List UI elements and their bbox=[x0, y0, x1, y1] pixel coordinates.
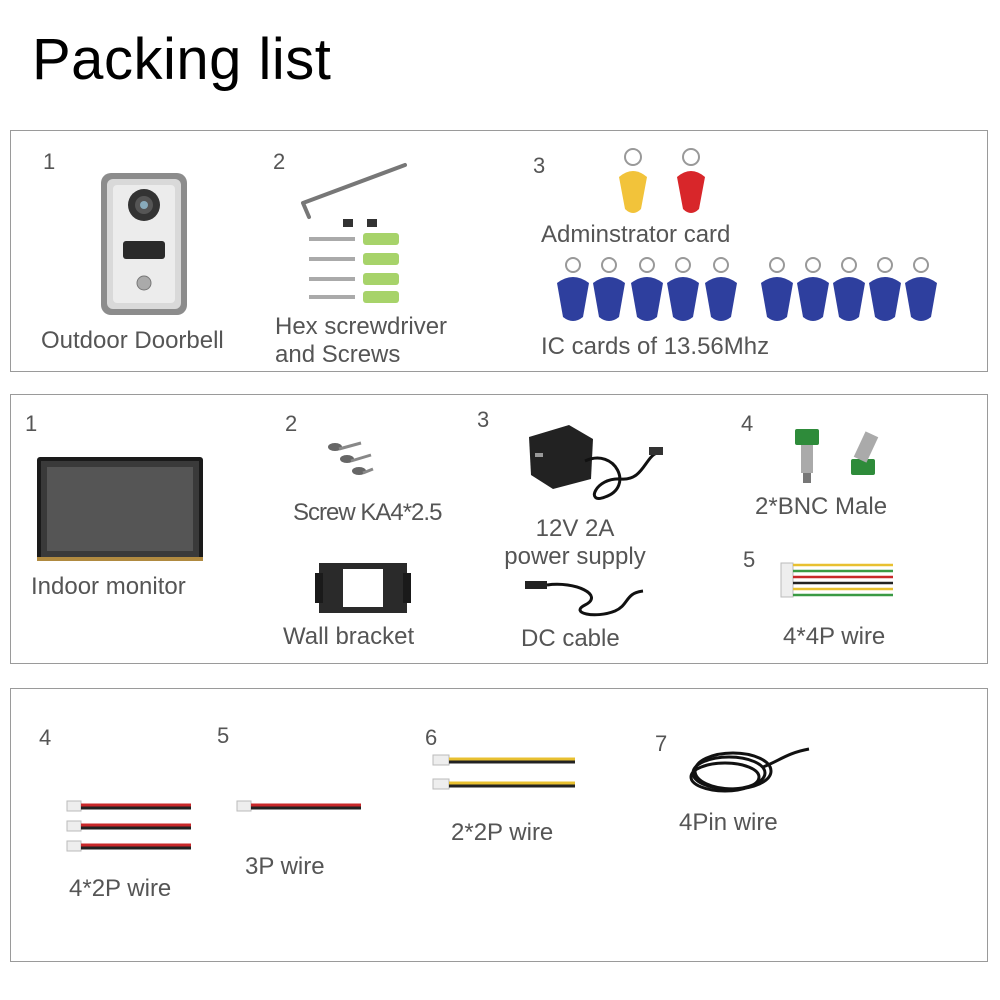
doorbell-icon bbox=[101, 173, 187, 315]
item-number: 3 bbox=[477, 407, 490, 432]
item-number: 4 bbox=[39, 725, 52, 750]
admin-card-icon bbox=[619, 148, 705, 213]
4pin-wire-label: 4Pin wire bbox=[679, 809, 778, 836]
item-number: 2 bbox=[285, 411, 298, 436]
hex-screwdriver-label: Hex screwdriver and Screws bbox=[275, 313, 448, 368]
dc-cable-icon bbox=[525, 581, 644, 617]
bnc-connector-icon bbox=[795, 429, 879, 483]
dc-cable-label: DC cable bbox=[521, 625, 620, 652]
2x2p-wire-label: 2*2P wire bbox=[451, 819, 554, 846]
indoor-unit-panel: 1 Indoor monitor 2 Screw KA4*2.5 Wall br… bbox=[10, 394, 988, 664]
3p-wire-label: 3P wire bbox=[245, 853, 325, 880]
item-number: 1 bbox=[43, 149, 56, 174]
outdoor-unit-panel: 1 Outdoor Doorbell 2 Hex screwdriver and… bbox=[10, 130, 988, 372]
4x2p-wire-icon bbox=[66, 800, 191, 852]
4p-wire-label: 4*4P wire bbox=[783, 623, 886, 650]
4pin-wire-coil-icon bbox=[689, 747, 810, 793]
indoor-monitor-label: Indoor monitor bbox=[31, 573, 186, 600]
hex-screwdriver-icon bbox=[301, 163, 407, 219]
item-number: 6 bbox=[425, 725, 438, 750]
item-number: 2 bbox=[273, 149, 286, 174]
screw-icon bbox=[328, 441, 374, 475]
item-number: 7 bbox=[655, 731, 668, 756]
bnc-label: 2*BNC Male bbox=[755, 493, 888, 520]
ic-cards-label: IC cards of 13.56Mhz bbox=[541, 333, 770, 360]
cables-panel: 4 4*2P wire 5 3P wire 6 2*2P wire 7 4Pin bbox=[10, 688, 988, 962]
doorbell-label: Outdoor Doorbell bbox=[41, 327, 224, 354]
item-number: 1 bbox=[25, 411, 38, 436]
wall-bracket-label: Wall bracket bbox=[283, 623, 415, 650]
admin-card-label: Adminstrator card bbox=[541, 221, 731, 248]
screws-and-anchors-icon bbox=[309, 219, 399, 303]
3p-wire-icon bbox=[236, 800, 361, 812]
indoor-monitor-icon bbox=[37, 457, 203, 561]
4x2p-wire-label: 4*2P wire bbox=[69, 875, 172, 902]
item-number: 4 bbox=[741, 411, 754, 436]
ic-cards-icon bbox=[557, 257, 937, 321]
page-title: Packing list bbox=[32, 27, 332, 92]
power-adapter-icon bbox=[529, 425, 663, 500]
power-supply-label: 12V 2A power supply bbox=[504, 515, 646, 570]
item-number: 5 bbox=[217, 723, 230, 748]
item-number: 3 bbox=[533, 153, 546, 178]
screw-label: Screw KA4*2.5 bbox=[293, 499, 442, 526]
4p-wire-icon bbox=[780, 562, 893, 598]
item-number: 5 bbox=[743, 547, 756, 572]
2x2p-wire-icon bbox=[432, 754, 575, 790]
wall-bracket-icon bbox=[315, 563, 411, 613]
